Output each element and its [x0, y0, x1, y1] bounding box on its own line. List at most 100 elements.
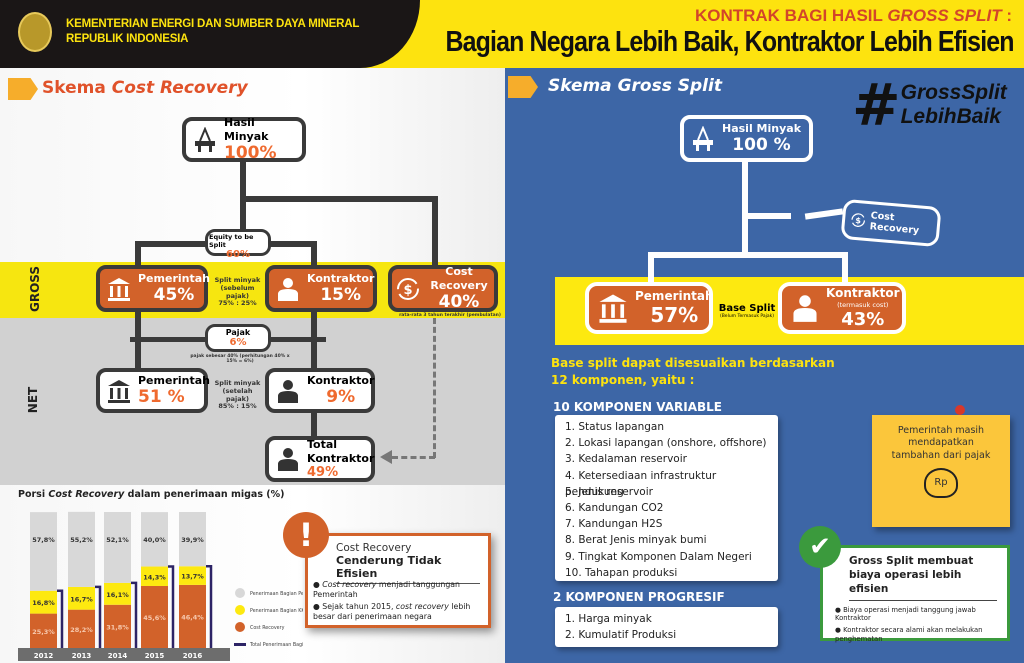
hashtag-l1: GrossSplit	[900, 81, 1007, 104]
b1-rest: menjadi tanggungan Pemerintah	[313, 580, 460, 600]
base-split: Base Split (Belum Termasuk Pajak)	[714, 303, 780, 319]
cost-recovery-value: 40%	[438, 291, 480, 312]
bar-segment	[68, 586, 95, 610]
svg-text:$: $	[403, 283, 412, 298]
split-before-l2: (sebelum pajak)	[220, 283, 255, 300]
total-line	[95, 585, 102, 648]
dollar-cycle-icon: $	[397, 277, 419, 300]
bar-segment	[68, 609, 95, 648]
data-label: 46,4%	[181, 613, 204, 621]
government-building-icon	[108, 277, 130, 301]
pemerintah-value: 57%	[650, 303, 699, 328]
legend-swatch	[235, 622, 245, 632]
pipe	[135, 241, 141, 267]
total-label-2: Kontraktor	[307, 451, 375, 465]
pipe	[648, 252, 848, 258]
pipe	[742, 160, 748, 222]
x-tick-label: 2016	[183, 652, 203, 660]
note-l1: Pemerintah masih	[897, 425, 985, 436]
legend-swatch	[234, 643, 246, 646]
base-split-sub: (Belum Termasuk Pajak)	[719, 314, 775, 319]
data-label: 13,7%	[181, 573, 204, 581]
progressive-item: 2. Kumulatif Produksi	[565, 629, 677, 642]
oil-rig-icon	[195, 126, 215, 152]
legend-label: Penerimaan Bagian KKS	[250, 608, 303, 614]
split-before-tax: Split minyak(sebelum pajak)75% : 25%	[210, 276, 265, 308]
person-icon	[278, 448, 298, 471]
pipe	[746, 213, 791, 219]
kontraktor-value: 43%	[841, 308, 885, 330]
data-label: 31,8%	[106, 623, 129, 631]
bar-segment	[30, 512, 57, 591]
bar-segment	[141, 585, 168, 648]
progressive-item: 1. Harga minyak	[565, 613, 652, 625]
hasil-value: 100 %	[732, 135, 791, 156]
gross-kontraktor-value: 15%	[320, 285, 362, 306]
warning-title: Cost Recovery	[336, 542, 412, 554]
progressive-title: 2 KOMPONEN PROGRESIF	[553, 590, 725, 604]
data-label: 16,7%	[70, 595, 93, 603]
b2-pre: Sejak tahun 2015,	[322, 602, 396, 612]
data-label: 25,3%	[32, 628, 55, 636]
pajak-value: 6%	[229, 337, 247, 348]
split-after-tax: Split minyak(setelah pajak)85% : 15%	[210, 379, 265, 411]
bar-segment	[104, 512, 131, 583]
government-building-icon	[599, 294, 627, 323]
components-intro: Base split dapat disesuaikan berdasarkan…	[551, 355, 835, 389]
equity-value: 60%	[226, 249, 250, 260]
equity-label: Equity to be Split	[209, 233, 254, 249]
intro-l2: 12 komponen, yaitu :	[551, 373, 695, 387]
bar-segment	[179, 566, 206, 585]
data-label: 45,6%	[143, 614, 166, 622]
x-tick-label: 2015	[145, 652, 165, 660]
split-after-l1: Split minyak	[214, 379, 261, 387]
variable-item: 10. Tahapan produksi	[565, 566, 678, 579]
warning-bullet: ● Sejak tahun 2015, cost recovery lebih …	[313, 602, 471, 622]
warning-bullets: ● Cost recovery menjadi tanggungan Pemer…	[313, 580, 489, 623]
cost-recovery-label: Cost Recovery	[430, 265, 488, 292]
kontraktor-sub: (termasuk cost)	[837, 300, 889, 309]
legend-label: Cost Recovery	[250, 625, 285, 631]
variable-title: 10 KOMPONEN VARIABLE	[553, 400, 722, 414]
gross-pemerintah-label: Pemerintah	[138, 271, 210, 285]
pipe	[432, 196, 438, 266]
x-tick-label: 2013	[72, 652, 92, 660]
dashed-connector	[433, 318, 436, 458]
bar-segment	[179, 584, 206, 648]
pipe	[742, 219, 748, 255]
kicker-suffix: :	[1001, 6, 1012, 25]
person-icon	[793, 295, 817, 322]
header-ministry-block	[0, 0, 420, 68]
gross-label: GROSS	[28, 265, 43, 313]
variable-item: 1. Status lapangan	[565, 421, 665, 433]
efisien-t1: Gross Split membuat	[849, 555, 974, 567]
kicker-italic: GROSS SPLIT	[887, 6, 1002, 25]
kontraktor-box: Kontraktor(termasuk cost)43%	[778, 282, 906, 334]
ministry-logo	[18, 12, 52, 52]
data-label: 39,9%	[181, 536, 204, 544]
total-label-1: Total	[307, 438, 338, 452]
x-tick-label: 2014	[108, 652, 128, 660]
dashed-connector	[392, 456, 435, 459]
oil-rig-icon	[693, 125, 713, 151]
x-tick-label: 2012	[34, 652, 54, 660]
variable-item: 9. Tingkat Komponen Dalam Negeri	[565, 550, 752, 563]
bar-segment	[104, 604, 131, 648]
data-label: 52,1%	[106, 536, 129, 544]
chart-title-italic: Cost Recovery	[48, 489, 125, 500]
bar-segment	[141, 566, 168, 586]
base-split-label: Base Split	[718, 303, 776, 314]
gross-kontraktor-label: Kontraktor	[307, 271, 375, 285]
exclamation-icon: !	[283, 512, 329, 558]
hash-icon: #	[852, 71, 901, 139]
variable-item: 6. Kandungan CO2	[565, 501, 664, 514]
check-icon: ✔	[799, 526, 841, 568]
variable-item: 3. Kedalaman reservoir	[565, 453, 687, 466]
person-icon	[278, 379, 298, 403]
